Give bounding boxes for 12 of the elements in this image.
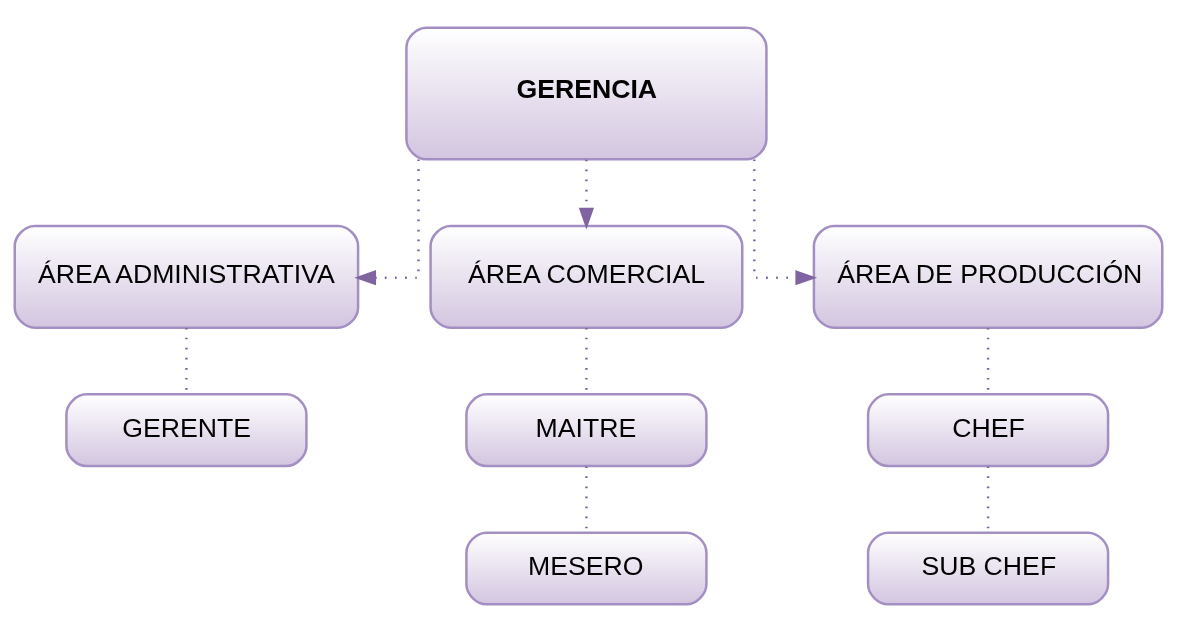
node-box: CHEF [866, 393, 1110, 468]
node-box: MESERO [465, 531, 708, 606]
arrow [354, 159, 420, 286]
arrow [753, 159, 818, 286]
node-box: GERENTE [65, 393, 308, 468]
node-box: GERENCIA [405, 26, 768, 161]
node-box: ÁREA COMERCIAL [429, 224, 744, 329]
node-box: SUB CHEF [866, 531, 1110, 606]
arrow [578, 159, 594, 230]
node-box: ÁREA DE PRODUCCIÓN [812, 224, 1164, 329]
node-box: ÁREA ADMINISTRATIVA [13, 224, 360, 329]
node-box: MAITRE [465, 393, 708, 468]
